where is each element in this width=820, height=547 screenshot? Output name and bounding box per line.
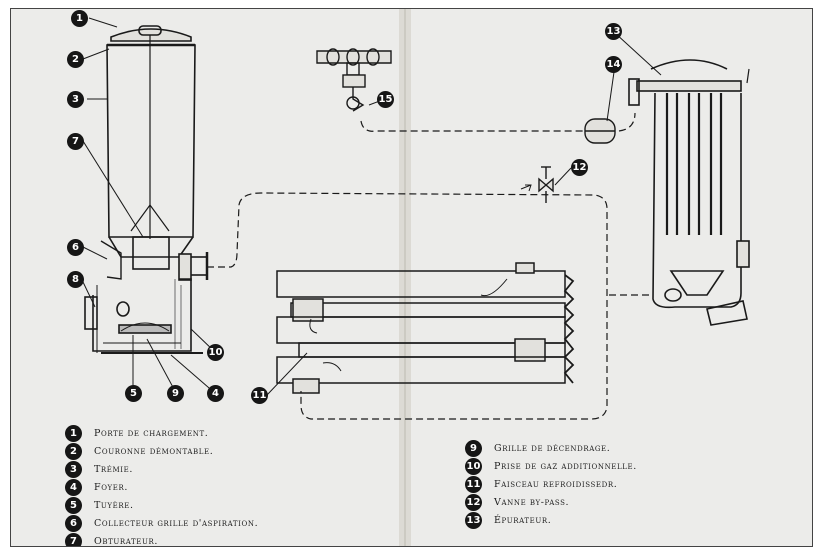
legend-label: Prise de gaz additionnelle. — [494, 460, 637, 472]
cooler-jar — [584, 118, 616, 144]
legend-number: 10 — [465, 457, 482, 475]
legend-label: Trémie. — [94, 463, 133, 475]
callout-9: 9 — [167, 385, 184, 402]
legend-item: 4 Foyer. — [65, 478, 258, 496]
callout-14: 14 — [605, 56, 622, 73]
legend-item: 2 Couronne démontable. — [65, 442, 258, 460]
gas-circuit — [207, 112, 651, 420]
leader-lines — [82, 17, 662, 396]
firebox — [92, 278, 192, 352]
legend-item: 10 Prise de gaz additionnelle. — [465, 457, 637, 475]
purifier — [628, 59, 750, 326]
legend-label: Vanne by-pass. — [494, 496, 570, 508]
legend-label: Épurateur. — [494, 514, 552, 526]
legend-number: 11 — [465, 475, 482, 493]
callout-11: 11 — [251, 387, 268, 404]
legend-left: 1 Porte de chargement. 2 Couronne démontabl… — [65, 424, 258, 547]
legend-number: 4 — [65, 478, 82, 496]
legend-number: 9 — [465, 439, 482, 457]
callout-15: 15 — [377, 91, 394, 108]
gas-generator-diagram — [82, 9, 750, 546]
callout-4: 4 — [207, 385, 224, 402]
legend-number: 7 — [65, 532, 82, 546]
callout-3: 3 — [67, 91, 84, 108]
callout-6: 6 — [67, 239, 84, 256]
callout-7: 7 — [67, 133, 84, 150]
callout-2: 2 — [67, 51, 84, 68]
legend-number: 12 — [465, 493, 482, 511]
legend-item: 9 Grille de décendrage. — [465, 439, 637, 457]
legend-item: 12 Vanne by-pass. — [465, 493, 637, 511]
cooler-bundle — [276, 262, 575, 394]
legend-number: 2 — [65, 442, 82, 460]
legend-label: Grille de décendrage. — [494, 442, 611, 454]
legend-item: 13 Épurateur. — [465, 511, 637, 529]
callout-8: 8 — [67, 271, 84, 288]
legend-label: Couronne démontable. — [94, 445, 214, 457]
legend-number: 6 — [65, 514, 82, 532]
callout-1: 1 — [71, 10, 88, 27]
legend-label: Foyer. — [94, 481, 128, 493]
generator — [84, 25, 209, 354]
legend-number: 5 — [65, 496, 82, 514]
legend-right: 9 Grille de décendrage. 10 Prise de gaz add… — [465, 439, 637, 529]
legend-label: Faisceau refroidissedr. — [494, 478, 618, 490]
legend-number: 13 — [465, 511, 482, 529]
hopper — [106, 44, 196, 238]
legend-item: 6 Collecteur grille d'aspiration. — [65, 514, 258, 532]
legend-item: 3 Trémie. — [65, 460, 258, 478]
legend-label: Collecteur grille d'aspiration. — [94, 517, 259, 529]
legend-item: 5 Tuyère. — [65, 496, 258, 514]
legend-number: 1 — [65, 424, 82, 442]
legend-label: Obturateur. — [94, 535, 159, 547]
legend-item: 1 Porte de chargement. — [65, 424, 258, 442]
callout-13: 13 — [605, 23, 622, 40]
legend-label: Porte de chargement. — [94, 427, 209, 439]
callout-10: 10 — [207, 344, 224, 361]
bypass-valve — [520, 166, 554, 203]
legend-item: 7 Obturateur. — [65, 532, 258, 547]
manifold — [316, 48, 392, 112]
grate — [118, 324, 172, 334]
callout-12: 12 — [571, 159, 588, 176]
collector — [100, 240, 122, 280]
legend-number: 3 — [65, 460, 82, 478]
callout-5: 5 — [125, 385, 142, 402]
legend-label: Tuyère. — [94, 499, 134, 511]
legend-item: 11 Faisceau refroidissedr. — [465, 475, 637, 493]
